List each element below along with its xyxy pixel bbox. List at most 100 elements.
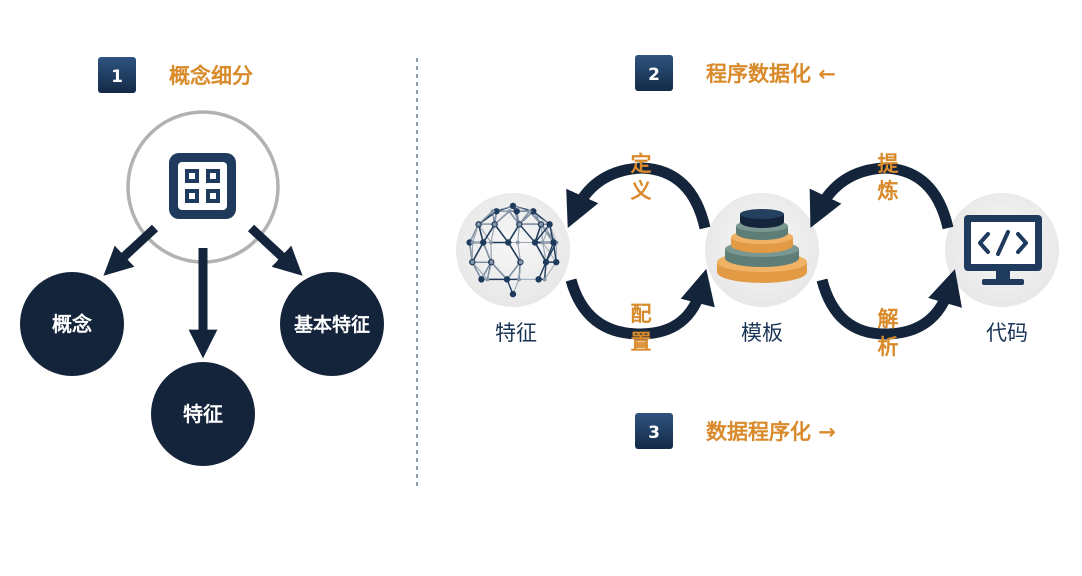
node-label-code: 代码 <box>986 321 1028 345</box>
sphere-edge <box>506 261 522 280</box>
sphere-node <box>527 209 532 214</box>
edge-label-parse-char-1: 解 <box>878 307 899 331</box>
sphere-edge <box>471 261 482 280</box>
child-circle-basic-feature <box>280 272 384 376</box>
concept-child-1: 概念 <box>20 272 124 376</box>
sphere-node <box>492 222 497 227</box>
sphere-node <box>531 239 539 246</box>
edge-label-configure-char-1: 配 <box>631 302 652 326</box>
sphere-edge <box>542 242 547 263</box>
step1-badge <box>98 57 136 93</box>
edge-label-extract-char-2: 炼 <box>878 179 899 203</box>
sphere-node <box>485 277 490 282</box>
concept-child-2: 特征 <box>151 362 255 466</box>
concept-child-3: 基本特征 <box>280 272 384 376</box>
step1-number: 1 <box>111 67 123 87</box>
sphere-edge <box>490 242 493 263</box>
arrow-to-concept <box>103 224 159 276</box>
sphere-edge <box>507 242 522 263</box>
step3-number: 3 <box>648 423 660 443</box>
edge-label-configure: 配 置 <box>631 302 652 354</box>
sphere-edge <box>478 224 492 243</box>
sphere-edge <box>478 210 494 225</box>
sphere-edge <box>472 261 488 280</box>
sphere-node <box>478 276 485 283</box>
sphere-node <box>530 208 537 215</box>
sphere-edge <box>518 223 536 243</box>
cycle-node-code: 代码 <box>945 193 1059 345</box>
sphere-edge <box>507 223 521 243</box>
edge-label-define-char-2: 义 <box>631 179 652 203</box>
sphere-edge <box>534 223 551 243</box>
sphere-node <box>489 260 494 265</box>
child-circle-concept <box>20 272 124 376</box>
sphere-node <box>476 222 481 227</box>
sphere-node <box>513 208 520 215</box>
child-label-feature: 特征 <box>183 402 223 426</box>
grid-app-icon <box>169 153 236 219</box>
cycle-node-template: 模板 <box>705 193 819 345</box>
sphere-node <box>507 209 512 214</box>
sphere-edge <box>540 224 554 243</box>
arrow-to-basic-feature <box>247 224 303 276</box>
sphere-node <box>539 222 544 227</box>
node-label-template: 模板 <box>741 321 783 345</box>
sphere-edge <box>552 242 557 263</box>
connector-define <box>566 162 711 230</box>
sphere-node <box>470 240 475 245</box>
node-label-feature: 特征 <box>495 321 537 345</box>
sphere-edge <box>517 242 522 263</box>
sphere-node <box>480 239 487 246</box>
sphere-edge <box>542 224 551 243</box>
connector-extract <box>809 162 954 230</box>
child-label-basic-feature: 基本特征 <box>293 313 370 336</box>
sphere-node <box>505 239 512 246</box>
edge-label-parse-char-2: 析 <box>878 335 899 359</box>
sphere-node <box>542 258 550 266</box>
sphere-node <box>509 290 517 298</box>
sphere-edge <box>545 242 555 263</box>
connector-configure <box>565 268 715 340</box>
sphere-node <box>540 240 545 245</box>
edge-label-configure-char-2: 置 <box>631 330 652 354</box>
sphere-node <box>466 239 473 246</box>
layered-stack-icon <box>717 209 807 283</box>
sphere-edge <box>482 223 496 243</box>
edge-label-extract-char-1: 提 <box>878 152 900 176</box>
step2-number: 2 <box>648 65 660 85</box>
sphere-node <box>517 222 522 227</box>
sphere-node <box>493 208 500 215</box>
sphere-edge <box>494 210 510 225</box>
sphere-node <box>535 276 542 283</box>
sphere-node <box>518 260 523 265</box>
sphere-node <box>546 221 553 228</box>
step2-header: 2 程序数据化 ← <box>635 55 836 91</box>
sphere-node <box>550 239 557 246</box>
step3-header: 3 数据程序化 → <box>635 413 836 449</box>
edge-label-define: 定 义 <box>631 152 652 203</box>
network-sphere-icon <box>466 202 560 298</box>
child-circle-feature <box>151 362 255 466</box>
step1-title: 概念细分 <box>169 64 253 88</box>
connector-parse <box>816 269 962 340</box>
edge-label-define-char-1: 定 <box>631 152 652 176</box>
sphere-node <box>470 260 475 265</box>
sphere-edge <box>491 261 508 280</box>
child-label-concept: 概念 <box>52 312 92 336</box>
sphere-node <box>509 202 517 210</box>
edge-label-parse: 解 析 <box>878 307 899 359</box>
sphere-node <box>488 240 493 245</box>
step3-badge <box>635 413 673 449</box>
sphere-edge <box>471 242 484 263</box>
sphere-edge <box>534 242 547 263</box>
sphere-node <box>516 277 521 282</box>
step1-header: 1 概念细分 <box>98 57 253 93</box>
sphere-node <box>490 209 495 214</box>
concept-center <box>126 110 280 264</box>
sphere-edge <box>482 242 492 263</box>
step2-badge <box>635 55 673 91</box>
cycle-node-feature: 特征 <box>456 193 570 345</box>
concept-arrows <box>103 224 303 359</box>
sphere-node <box>515 240 520 245</box>
